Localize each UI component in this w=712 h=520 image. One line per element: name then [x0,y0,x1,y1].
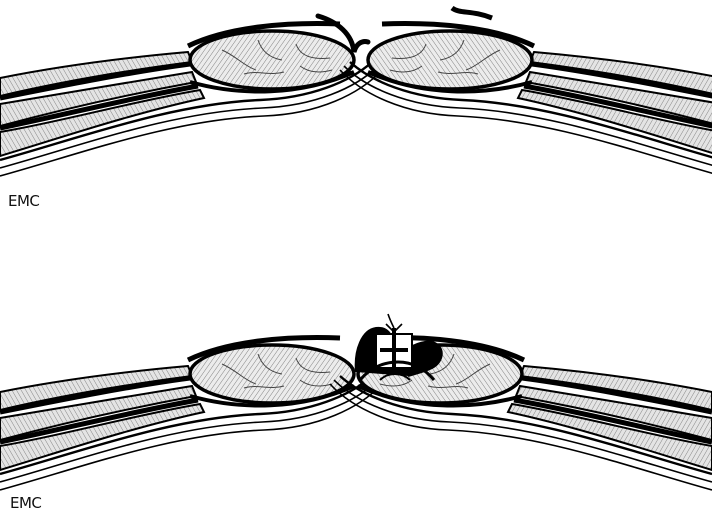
left-abdominal-wall [0,338,382,490]
artist-signature-top: EMC [8,192,39,210]
right-abdominal-wall [340,8,712,176]
midline-suture [356,314,442,380]
artist-signature-bottom: EMC [10,494,41,512]
left-abdominal-wall [0,16,382,176]
panel-top-separated: EMC [0,8,712,210]
panel-bottom-repaired: EMC [0,314,712,512]
